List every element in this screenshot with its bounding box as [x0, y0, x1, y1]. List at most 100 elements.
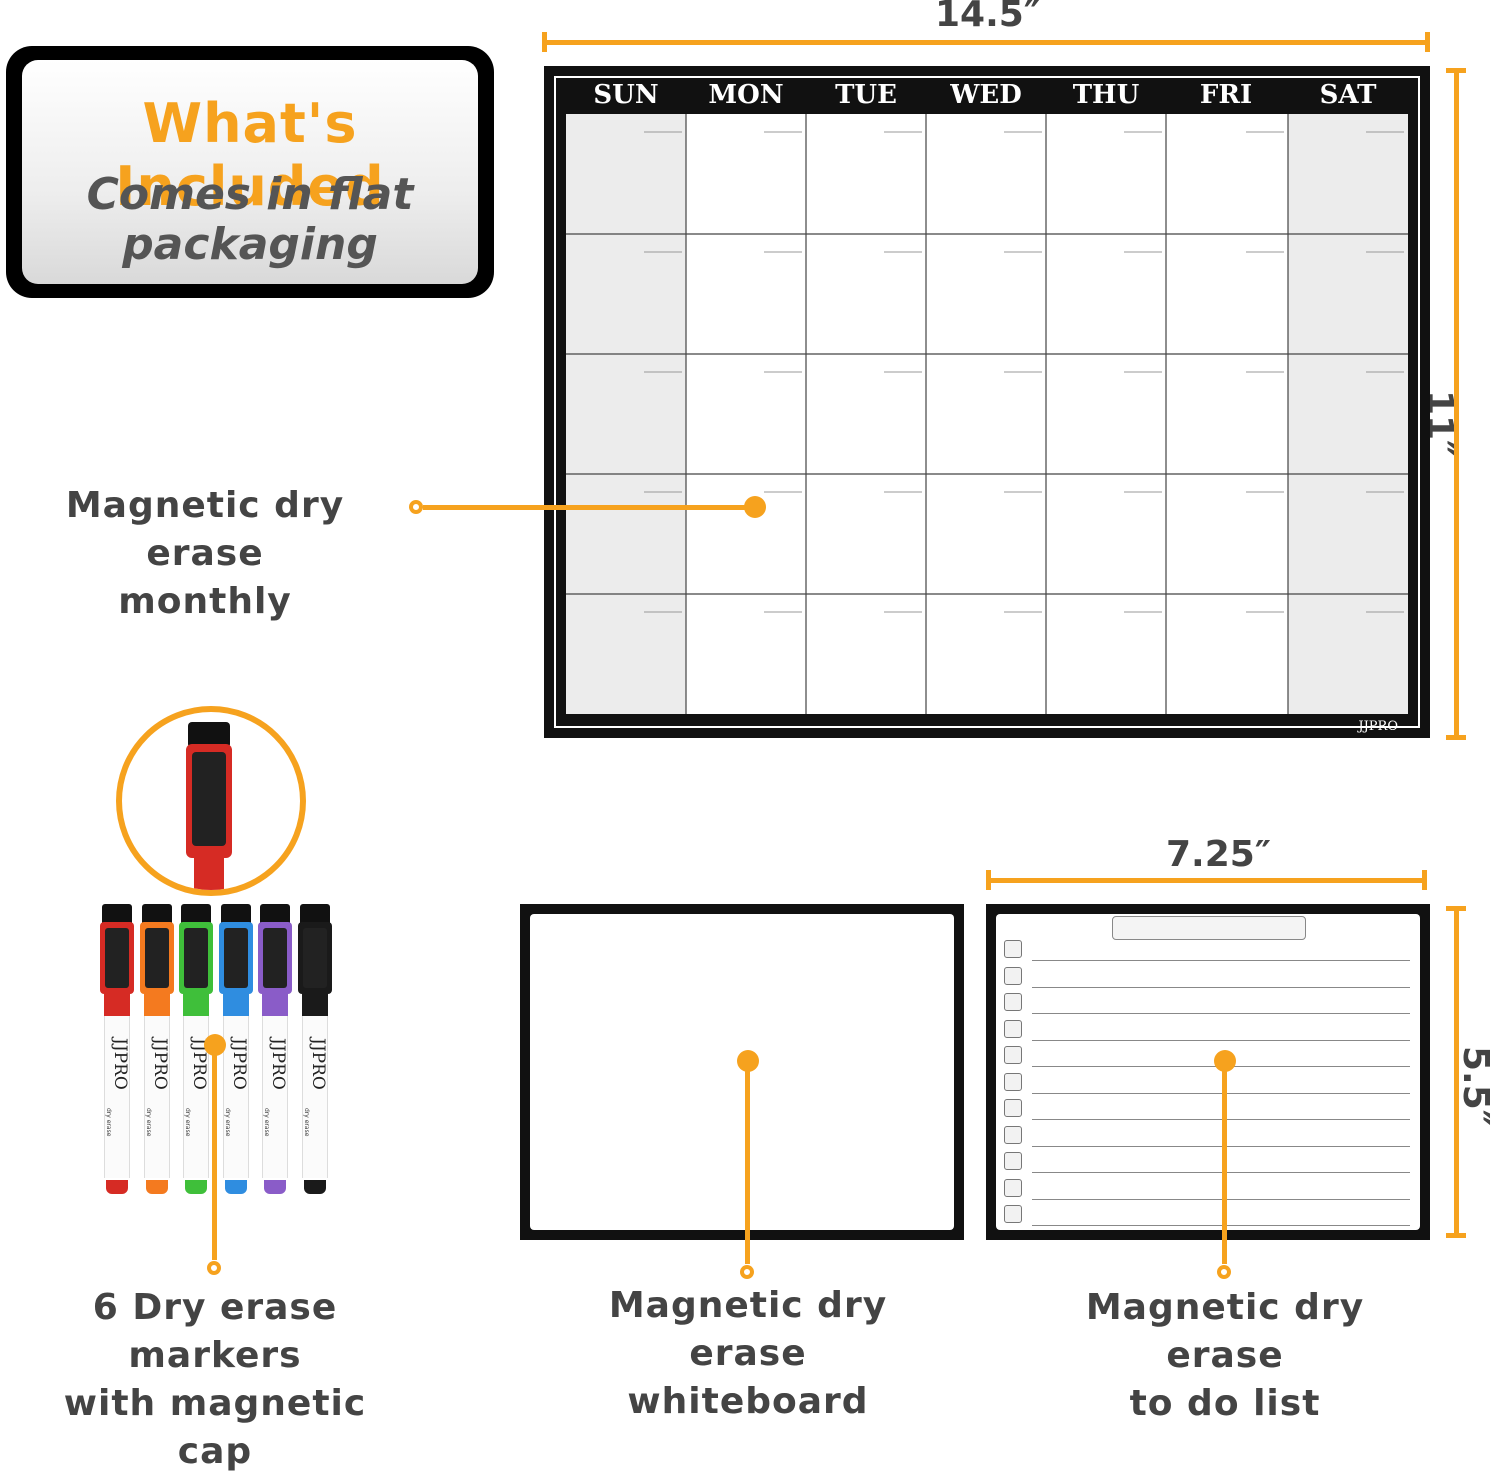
calendar-day-header: SUN MON TUE WED THU FRI SAT	[566, 80, 1408, 114]
marker-brand: JJPRO	[307, 1038, 328, 1090]
badge-panel: What's Included Comes in flat packaging	[22, 60, 478, 284]
day-label-wed: WED	[950, 80, 1022, 110]
calendar-width-label: 14.5″	[935, 0, 1040, 35]
todo-callout-dot	[1214, 1050, 1236, 1072]
calendar-frame-border	[554, 76, 1420, 728]
whats-included-badge: What's Included Comes in flat packaging	[6, 46, 494, 298]
whiteboard-caption-line1: Magnetic dry erase	[608, 1285, 888, 1374]
monthly-calendar-board: SUN MON TUE WED THU FRI SAT JJ	[544, 66, 1430, 738]
todo-checkbox	[1004, 1205, 1022, 1223]
todo-caption: Magnetic dry erase to do list	[1030, 1284, 1420, 1428]
todo-width-tick-left	[986, 870, 991, 890]
marker-subtext: dry erase	[302, 1108, 310, 1137]
calendar-callout-dot	[744, 496, 766, 518]
markers-callout-line	[212, 1046, 217, 1260]
todo-checkbox	[1004, 1099, 1022, 1117]
dry-erase-marker: JJPRO dry erase	[297, 904, 332, 1208]
todo-line	[1032, 1225, 1410, 1226]
todo-line	[1032, 986, 1410, 988]
markers-callout-ring	[207, 1261, 221, 1275]
day-label-tue: TUE	[835, 80, 897, 110]
todo-checkbox	[1004, 940, 1022, 958]
whiteboard-callout-line	[745, 1066, 750, 1264]
todo-list-surface	[996, 914, 1420, 1230]
badge-title: What's Included	[115, 92, 385, 218]
todo-checkbox	[1004, 966, 1022, 985]
calendar-grid	[566, 114, 1408, 714]
todo-rows	[996, 914, 1420, 1230]
dry-erase-marker: JJPRO dry erase	[139, 904, 174, 1208]
todo-line	[1032, 1172, 1410, 1173]
todo-line	[1032, 1039, 1410, 1041]
dry-erase-marker: JJPRO dry erase	[218, 904, 253, 1208]
todo-height-tick-top	[1446, 906, 1466, 911]
calendar-callout-line	[423, 505, 749, 510]
whiteboard-surface	[530, 914, 954, 1230]
sunday-column-shade	[566, 114, 686, 714]
calendar-caption-line2: monthly	[118, 581, 292, 622]
todo-callout-ring	[1217, 1265, 1231, 1279]
calendar-height-line	[1454, 70, 1459, 738]
calendar-width-line	[544, 40, 1428, 45]
todo-checkbox	[1004, 1072, 1022, 1091]
calendar-brand: JJPRO	[1358, 719, 1398, 734]
todo-callout-line	[1222, 1066, 1227, 1264]
whiteboard-callout-dot	[737, 1050, 759, 1072]
marker-brand: JJPRO	[110, 1038, 130, 1090]
marker-subtext: dry erase	[184, 1108, 191, 1137]
todo-line	[1032, 960, 1410, 961]
marker-subtext: dry erase	[105, 1108, 112, 1137]
todo-list-board	[986, 904, 1430, 1240]
todo-width-line	[988, 878, 1426, 883]
badge-subtitle: Comes in flat packaging	[86, 169, 414, 270]
marker-brand: JJPRO	[268, 1038, 288, 1090]
marker-brand: JJPRO	[149, 1038, 170, 1090]
markers-caption-line2: with magnetic cap	[63, 1383, 367, 1472]
calendar-width-tick-right	[1425, 32, 1430, 52]
calendar-caption: Magnetic dry erase monthly	[20, 482, 390, 626]
day-label-thu: THU	[1072, 80, 1140, 110]
day-label-mon: MON	[708, 80, 784, 110]
todo-checkbox	[1004, 1178, 1022, 1197]
todo-height-tick-bottom	[1446, 1233, 1466, 1238]
whiteboard-caption-line2: whiteboard	[627, 1381, 869, 1422]
calendar-caption-line1: Magnetic dry erase	[65, 485, 345, 574]
markers-caption-line1: 6 Dry erase markers	[92, 1287, 338, 1376]
marker-subtext: dry erase	[263, 1108, 270, 1137]
todo-checkbox	[1004, 1125, 1022, 1144]
todo-line	[1032, 1198, 1410, 1200]
marker-brand: JJPRO	[228, 1038, 249, 1090]
todo-title-field	[1112, 916, 1306, 940]
todo-width-tick-right	[1422, 870, 1427, 890]
zoomed-marker-icon	[186, 722, 232, 890]
dry-erase-marker: JJPRO dry erase	[258, 904, 292, 1208]
day-label-fri: FRI	[1199, 80, 1253, 110]
whiteboard-caption: Magnetic dry erase whiteboard	[548, 1282, 948, 1426]
calendar-height-tick-bottom	[1446, 735, 1466, 740]
calendar-width-tick-left	[542, 32, 547, 52]
marker-subtext: dry erase	[223, 1108, 231, 1137]
whiteboard	[520, 904, 964, 1240]
markers-callout-dot	[204, 1034, 226, 1056]
calendar-grid-lines	[566, 114, 1408, 714]
todo-checkbox	[1004, 1152, 1022, 1170]
todo-caption-line1: Magnetic dry erase	[1085, 1287, 1365, 1376]
todo-height-label: 5.5″	[1455, 1046, 1496, 1126]
day-label-sat: SAT	[1319, 80, 1377, 110]
todo-checkbox	[1004, 1046, 1022, 1064]
saturday-column-shade	[1288, 114, 1408, 714]
todo-line	[1032, 1119, 1410, 1120]
day-label-sun: SUN	[593, 80, 659, 110]
todo-checkbox	[1004, 1019, 1022, 1038]
dry-erase-marker: JJPRO dry erase	[100, 904, 134, 1208]
whiteboard-callout-ring	[740, 1265, 754, 1279]
markers-caption: 6 Dry erase markers with magnetic cap	[20, 1284, 410, 1476]
todo-line	[1032, 1145, 1410, 1147]
calendar-height-tick-top	[1446, 68, 1466, 73]
todo-caption-line2: to do list	[1129, 1383, 1321, 1424]
todo-height-line	[1454, 908, 1459, 1236]
todo-width-label: 7.25″	[1166, 834, 1271, 875]
marker-subtext: dry erase	[144, 1108, 152, 1137]
todo-line	[1032, 1092, 1410, 1094]
